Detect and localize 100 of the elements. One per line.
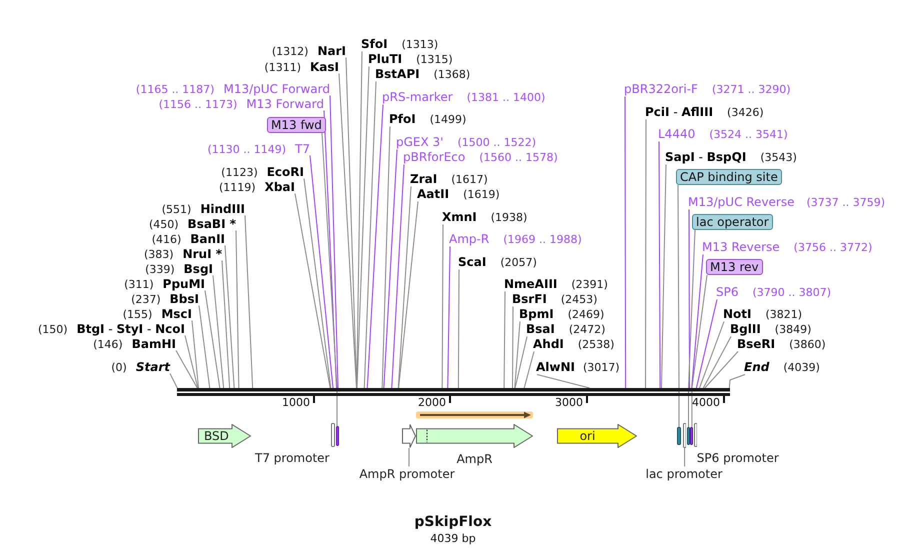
leader-line (364, 81, 376, 388)
site-position: (2538) (578, 338, 614, 350)
leader-line (645, 119, 646, 388)
feature-label: M13 rev (706, 259, 763, 275)
leader-line (170, 373, 178, 388)
leader-line (398, 201, 418, 388)
leader-line (204, 290, 220, 388)
enzyme-name: BsaBI * (188, 216, 236, 230)
leader-line (624, 96, 626, 388)
enzyme-name: EcoRI (266, 164, 304, 178)
leader-line (382, 126, 390, 388)
leader-line (244, 215, 254, 388)
site-position: (2391) (571, 278, 608, 290)
site-position: (311) (124, 278, 154, 290)
feature-name: T7 promoter (255, 451, 330, 466)
enzyme-name: BseRI (737, 336, 776, 350)
primer-name: Amp-R (449, 232, 490, 246)
leader-line (408, 448, 410, 467)
enzyme-name: BsgI (184, 262, 213, 276)
primer-name: pGEX 3' (396, 134, 444, 148)
feature-label: M13 fwd (267, 117, 326, 133)
site-position: (1617) (451, 172, 488, 186)
site-position: (155) (122, 308, 152, 320)
enzyme-name: SfoI (361, 36, 388, 50)
enzyme-name: AlwNI (536, 360, 575, 374)
primer-position: (3790 .. 3807) (752, 286, 832, 298)
leader-line (442, 224, 444, 388)
site-position: (551) (162, 202, 192, 216)
enzyme-name: SapI - BspQI (665, 150, 746, 164)
leader-line (658, 141, 661, 388)
leader-line (330, 95, 338, 388)
enzyme-name: KasI (310, 60, 339, 74)
enzyme-name: PfoI (389, 112, 416, 126)
enzyme-name: NarI (317, 44, 346, 58)
leader-line (304, 178, 332, 388)
enzyme-name: BtgI - StyI - NcoI (76, 322, 185, 336)
primer-name: M13/pUC Reverse (688, 194, 794, 208)
primer-name: pBRforEco (403, 150, 466, 164)
leader-line (691, 254, 704, 388)
leader-line (512, 306, 514, 388)
site-position: (3821) (766, 308, 802, 320)
site-position: (3426) (727, 106, 764, 118)
enzyme-name: XmnI (442, 210, 477, 224)
site-position: (4039) (783, 360, 820, 374)
feature-name: ori (580, 428, 596, 444)
enzyme-name: BamHI (132, 336, 176, 350)
site-position: (416) (152, 232, 182, 246)
enzyme-name: PciI - AflIII (645, 104, 714, 118)
leader-line (504, 291, 506, 388)
site-position: (3860) (789, 338, 826, 350)
leader-line (324, 110, 337, 388)
enzyme-name: PluTI (368, 52, 402, 66)
primer-name: M13 Forward (246, 96, 324, 110)
leader-line (184, 335, 198, 388)
leader-line (322, 132, 338, 426)
site-position: (2057) (500, 256, 537, 268)
site-position: (1312) (272, 44, 308, 58)
leader-line (192, 320, 199, 388)
site-position: (339) (145, 262, 175, 276)
primer-position: (1500 .. 1522) (457, 136, 536, 148)
plasmid-name: pSkipFlox (414, 514, 492, 531)
enzyme-name: BglII (730, 322, 761, 336)
leader-line (391, 164, 404, 388)
leader-line (310, 155, 334, 388)
enzyme-name: PpuMI (162, 276, 205, 290)
leader-line (356, 66, 370, 388)
leader-line (514, 336, 528, 388)
site-position: (3017) (583, 360, 620, 374)
site-position: (146) (93, 338, 123, 350)
site-position: (1123) (221, 166, 258, 178)
scale-label: 2000 (418, 396, 446, 409)
primer-name: T7 (295, 142, 310, 156)
site-position: (2472) (568, 322, 606, 336)
enzyme-name: BbsI (170, 292, 199, 306)
enzyme-name: BanII (190, 232, 225, 246)
primer-position: (3271 .. 3290) (712, 82, 790, 96)
primer-position: (1156 .. 1173) (158, 98, 238, 110)
sequence-end-label: End (744, 360, 770, 374)
scale-label: 1000 (282, 396, 310, 409)
leader-line (678, 184, 680, 428)
leader-line (222, 260, 230, 388)
feature-name: SP6 promoter (696, 451, 779, 466)
primer-position: (1381 .. 1400) (466, 90, 546, 104)
primer-position: (3737 .. 3759) (806, 196, 886, 208)
leader-line (294, 193, 331, 388)
site-position: (3849) (774, 322, 812, 336)
feature-name: AmpR promoter (359, 466, 455, 482)
feature-name: AmpR (456, 452, 492, 467)
leader-line (366, 104, 384, 388)
enzyme-name: XbaI (264, 180, 295, 194)
scale-label: 4000 (692, 396, 720, 409)
leader-line (688, 230, 696, 428)
leader-line (728, 374, 746, 388)
site-position: (1119) (219, 180, 256, 194)
leader-line (212, 275, 224, 388)
primer-name: pRS-marker (382, 90, 453, 104)
leader-line (198, 305, 210, 388)
leader-line (661, 164, 666, 388)
enzyme-name: NruI * (182, 246, 222, 260)
leader-line (447, 246, 450, 388)
